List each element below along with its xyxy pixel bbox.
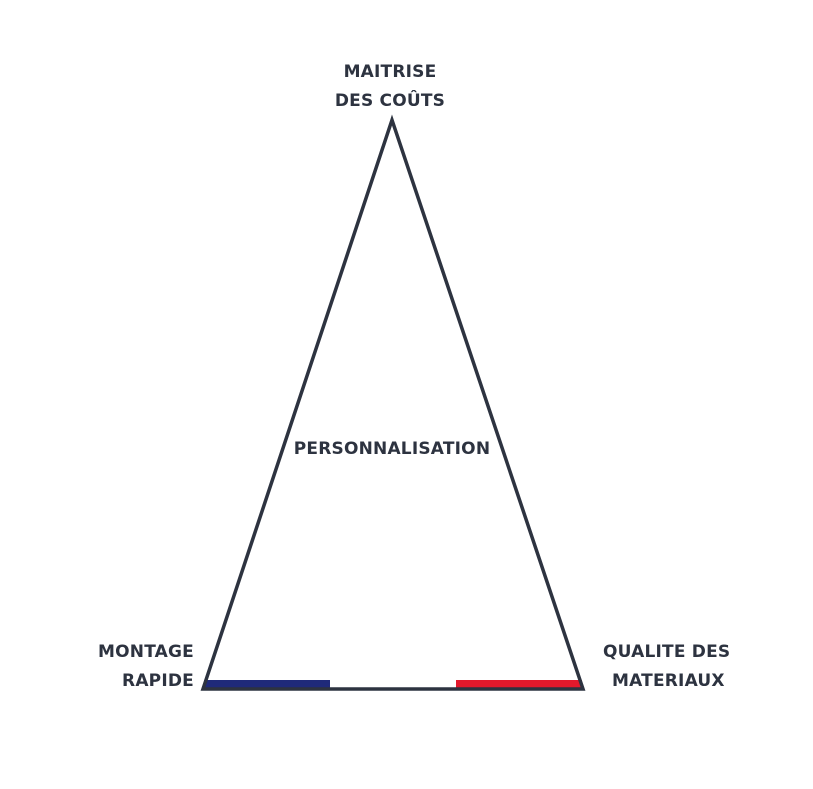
vertex-label-bottom-left-line-1: MONTAGE (98, 642, 194, 662)
vertex-label-top-line-1: MAITRISE (343, 62, 437, 82)
vertex-label-bottom-right: QUALITE DES MATERIAUX (603, 638, 763, 696)
vertex-label-bottom-right-line-1: QUALITE DES (603, 642, 731, 662)
base-stripe-blue (204, 680, 330, 688)
vertex-label-bottom-right-line-2: MATERIAUX (612, 671, 725, 691)
triangle-outline (200, 114, 586, 691)
vertex-label-bottom-left-line-2: RAPIDE (122, 671, 194, 691)
center-label: PERSONNALISATION (272, 435, 512, 464)
base-stripe-red (456, 680, 582, 688)
vertex-label-top-line-2: DES COÛTS (334, 91, 446, 111)
vertex-label-top: MAITRISE DES COÛTS (290, 58, 490, 116)
center-label-text: PERSONNALISATION (293, 439, 491, 459)
vertex-label-bottom-left: MONTAGE RAPIDE (60, 638, 194, 696)
base-stripe-white (330, 680, 456, 688)
